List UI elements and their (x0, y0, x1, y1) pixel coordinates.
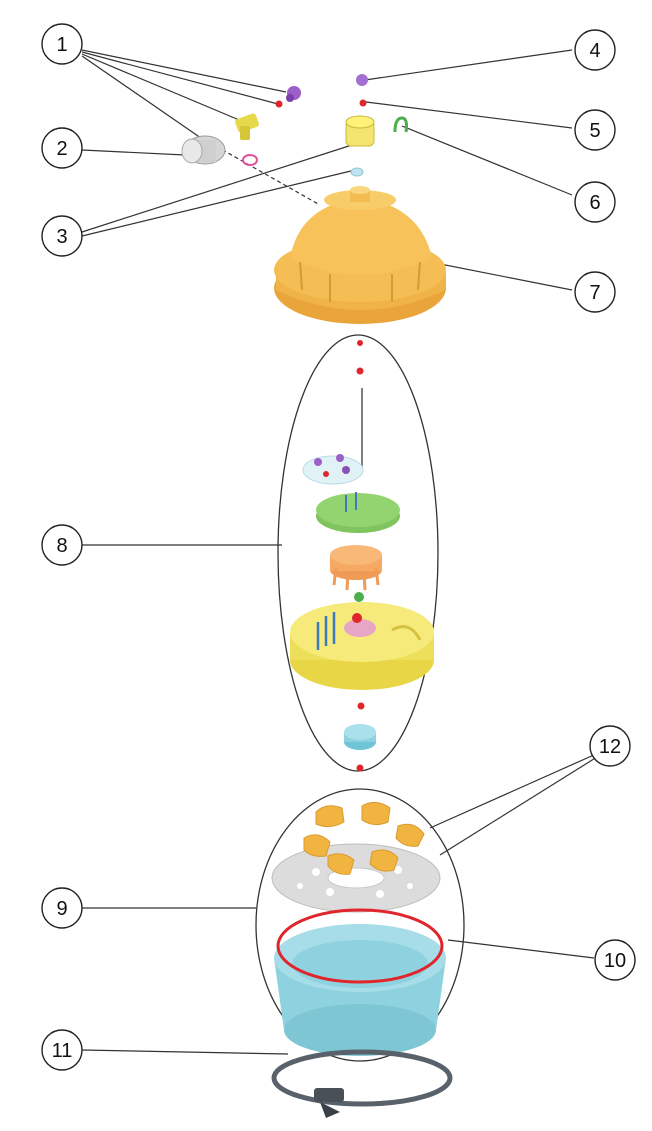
svg-text:10: 10 (604, 950, 626, 972)
part-12-orange-blocks (303, 802, 425, 875)
callout-3: 3 (41, 215, 83, 257)
leader-lines (81, 49, 606, 1055)
part-4-purple-knob (356, 74, 368, 86)
svg-text:12: 12 (599, 736, 621, 758)
callout-5: 5 (574, 109, 616, 151)
callout-8: 8 (41, 524, 83, 566)
svg-text:5: 5 (589, 120, 600, 142)
part-1-small-components (235, 86, 301, 166)
svg-text:1: 1 (56, 34, 67, 56)
callout-2: 2 (41, 127, 83, 169)
svg-text:2: 2 (56, 138, 67, 160)
group-8-outline (277, 334, 439, 772)
svg-text:6: 6 (589, 192, 600, 214)
svg-text:9: 9 (56, 898, 67, 920)
part-3-yellow-hub (345, 115, 375, 177)
pink-oring (242, 154, 258, 166)
callout-4: 4 (574, 29, 616, 71)
part-9-base-assembly (271, 843, 453, 1118)
callout-12: 12 (589, 725, 631, 767)
callout-11: 11 (41, 1029, 83, 1071)
part-5-red-dot (359, 99, 367, 107)
svg-text:7: 7 (589, 282, 600, 304)
callout-1: 1 (41, 23, 83, 65)
callout-6: 6 (574, 181, 616, 223)
svg-text:4: 4 (589, 40, 600, 62)
svg-text:3: 3 (56, 226, 67, 248)
svg-text:8: 8 (56, 535, 67, 557)
callout-9: 9 (41, 887, 83, 929)
callout-7: 7 (574, 271, 616, 313)
svg-text:11: 11 (52, 1040, 73, 1062)
part-2-cylinder (181, 135, 226, 165)
part-8-internal-assembly (290, 340, 434, 772)
part-7-orange-dome (274, 186, 446, 324)
part-6-green-clip (393, 116, 408, 133)
red-dot (275, 100, 283, 108)
group-9-outline (255, 788, 465, 1062)
callout-10: 10 (594, 939, 636, 981)
